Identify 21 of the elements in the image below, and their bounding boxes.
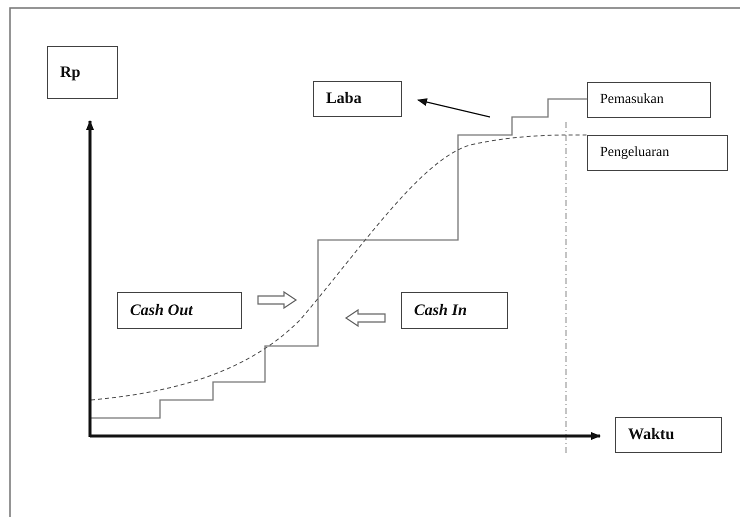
label-box <box>117 292 242 329</box>
block-arrow <box>344 308 386 328</box>
label-text: Waktu <box>628 426 674 444</box>
axis-arrow <box>90 432 601 440</box>
label-text: Pengeluaran <box>600 145 670 161</box>
step-line <box>91 98 587 419</box>
axis-label <box>615 417 722 453</box>
axis-arrow <box>86 120 94 437</box>
label-text: Cash In <box>414 302 467 320</box>
label-box <box>401 292 508 329</box>
label-text: Cash Out <box>130 302 193 320</box>
label-box <box>587 135 728 171</box>
label-text: Pemasukan <box>600 92 664 108</box>
curve-line <box>90 134 588 400</box>
label-text: Laba <box>326 90 362 108</box>
label-box <box>587 82 711 118</box>
arrow <box>417 98 490 118</box>
axis-label <box>47 46 118 99</box>
label-text: Rp <box>60 64 80 82</box>
block-arrow <box>257 290 298 310</box>
label-box <box>313 81 402 117</box>
